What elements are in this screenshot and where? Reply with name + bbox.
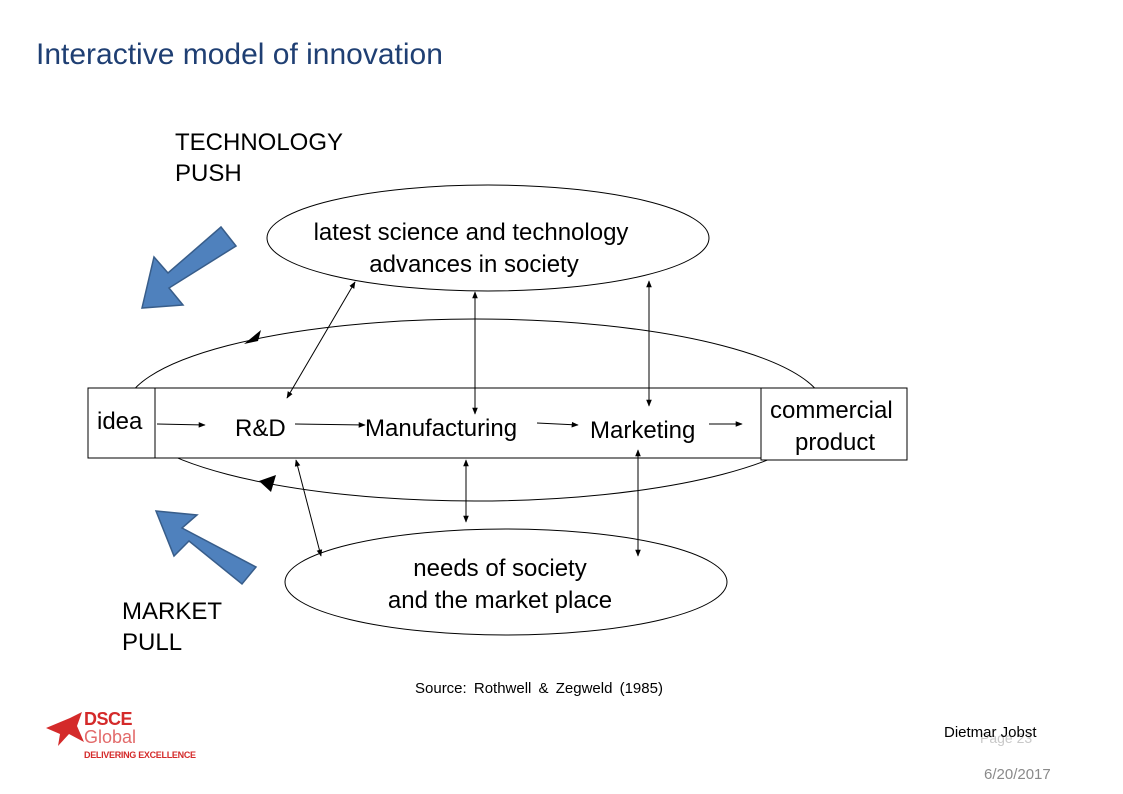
dsce-logo-bird-icon [46, 712, 84, 746]
stage-manufacturing: Manufacturing [365, 415, 517, 442]
circulation-arrowhead-top [244, 330, 261, 344]
technology-push-line-1: TECHNOLOGY [175, 129, 344, 156]
idea-box [87, 387, 156, 459]
logo-sub-text: Global [84, 727, 137, 747]
stage-commercial-product-line-2: product [795, 429, 875, 456]
technology-push-arrow [141, 225, 238, 309]
stage-marketing: Marketing [590, 417, 695, 444]
circulation-arrowhead-bottom [259, 475, 276, 492]
market-pull-arrow [154, 510, 258, 586]
link-rnd-market [294, 459, 323, 557]
science-technology-line-1: latest science and technology [314, 219, 629, 246]
source-citation: Source: Rothwell & Zegweld (1985) [415, 680, 663, 697]
flow-arrow-rnd-manufacturing [294, 422, 366, 428]
slide-title: Interactive model of innovation [36, 38, 443, 71]
logo-brand-text: DSCE [84, 709, 133, 729]
market-pull-line-2: PULL [122, 629, 183, 656]
technology-push-label: TECHNOLOGY PUSH [175, 127, 343, 189]
stage-commercial-product-line-1: commercial [770, 397, 893, 424]
market-needs-line-1: needs of society [413, 555, 586, 582]
author-name: Dietmar Jobst [944, 724, 1037, 741]
flow-arrow-idea-rnd [156, 422, 206, 428]
science-technology-ellipse [266, 184, 710, 292]
flow-arrow-manufacturing-marketing [536, 421, 579, 428]
market-needs-ellipse [284, 528, 728, 636]
technology-push-line-2: PUSH [175, 160, 242, 187]
page-number: Page 23 [980, 730, 1033, 746]
logo-tagline: DELIVERING EXCELLENCE [84, 750, 196, 760]
stage-idea: idea [97, 408, 143, 435]
process-bar [87, 387, 829, 459]
market-pull-label: MARKET PULL [122, 596, 222, 658]
link-rnd-science [286, 281, 356, 399]
science-technology-line-2: advances in society [369, 251, 578, 278]
dsce-logo-mark [46, 712, 84, 746]
commercial-product-box [760, 387, 908, 461]
stage-rnd: R&D [235, 415, 286, 442]
market-pull-line-1: MARKET [122, 598, 223, 625]
market-needs-line-2: and the market place [388, 587, 612, 614]
slide-date: 6/20/2017 [984, 766, 1051, 783]
